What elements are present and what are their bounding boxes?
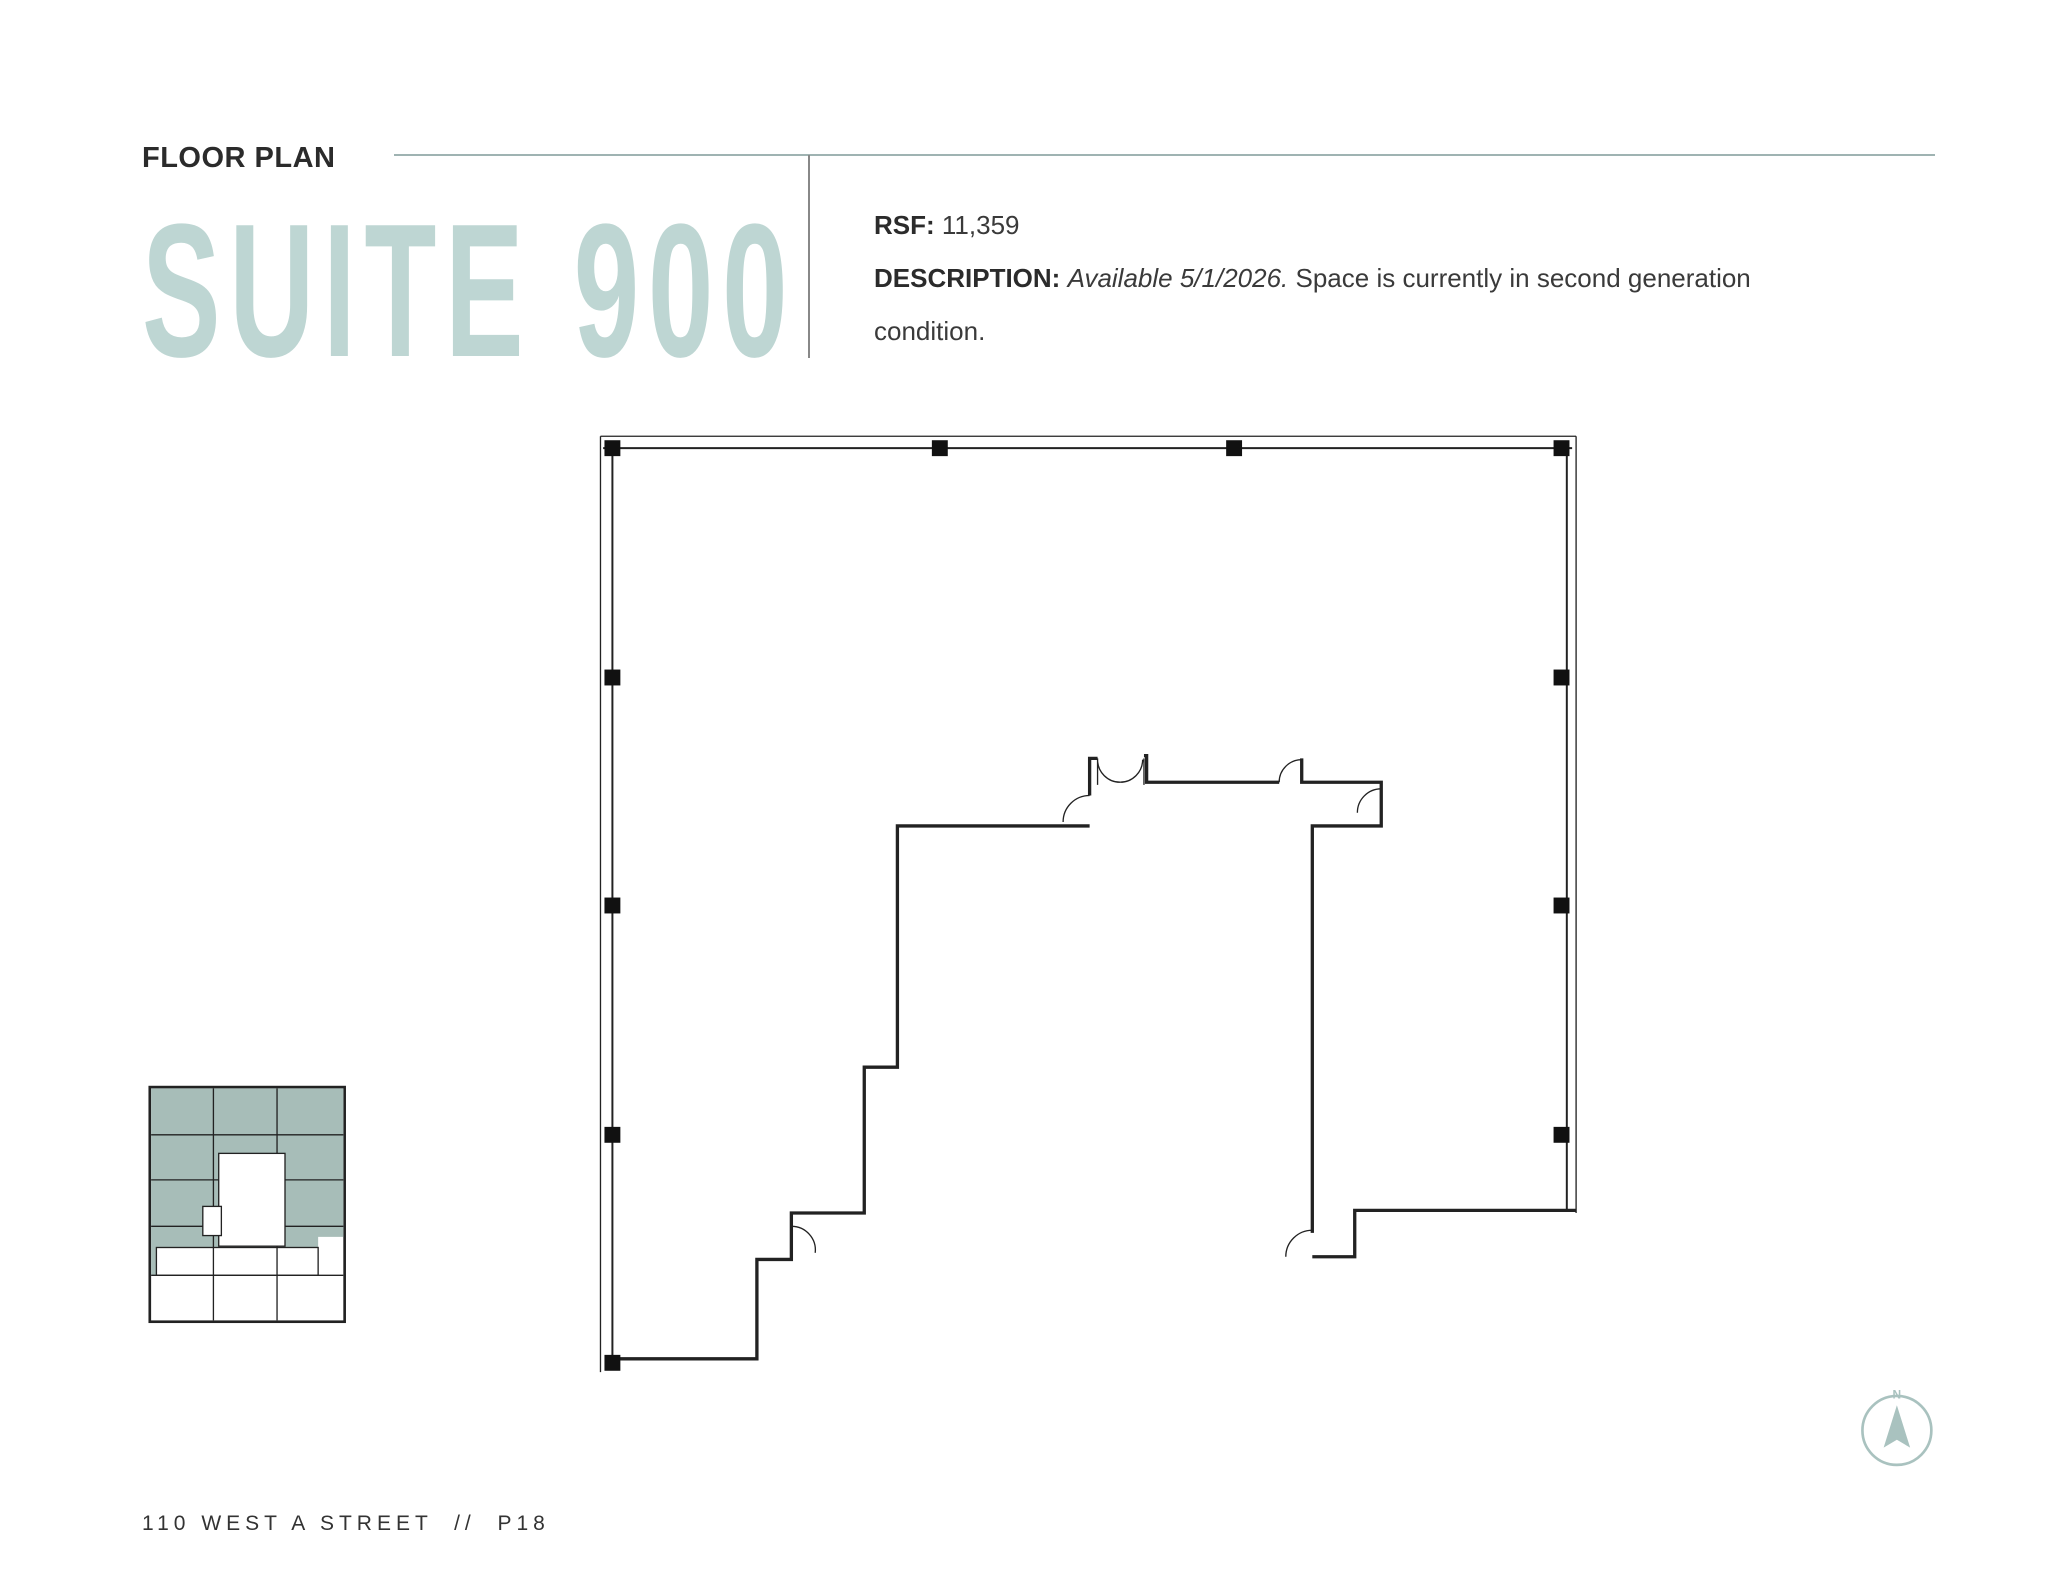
footer-address: 110 WEST A STREET — [142, 1512, 433, 1535]
suite-outline — [599, 435, 1577, 1373]
availability-date: Available 5/1/2026. — [1067, 263, 1289, 293]
rsf-value: 11,359 — [941, 210, 1020, 240]
page-footer: 110 WEST A STREET // P18 — [142, 1512, 550, 1536]
footer-separator: // — [454, 1512, 476, 1535]
north-arrow-icon: N — [1861, 1388, 1933, 1467]
section-eyebrow: FLOOR PLAN — [142, 142, 336, 174]
description-line: DESCRIPTION: Available 5/1/2026. Space i… — [874, 263, 1751, 293]
key-plan — [148, 1085, 346, 1324]
description-label: DESCRIPTION: — [874, 263, 1061, 293]
vertical-divider — [808, 155, 810, 358]
rsf-label: RSF: — [874, 210, 935, 240]
description-text: Space is currently in second generation — [1288, 263, 1751, 293]
compass-label: N — [1893, 1388, 1902, 1402]
rsf-line: RSF: 11,359 — [874, 210, 1020, 240]
header-divider — [394, 154, 1935, 156]
page-title: SUITE 900 — [142, 185, 797, 397]
description-line-2: condition. — [874, 316, 986, 346]
page-number: P18 — [497, 1512, 550, 1535]
structural-columns — [604, 440, 1570, 1371]
